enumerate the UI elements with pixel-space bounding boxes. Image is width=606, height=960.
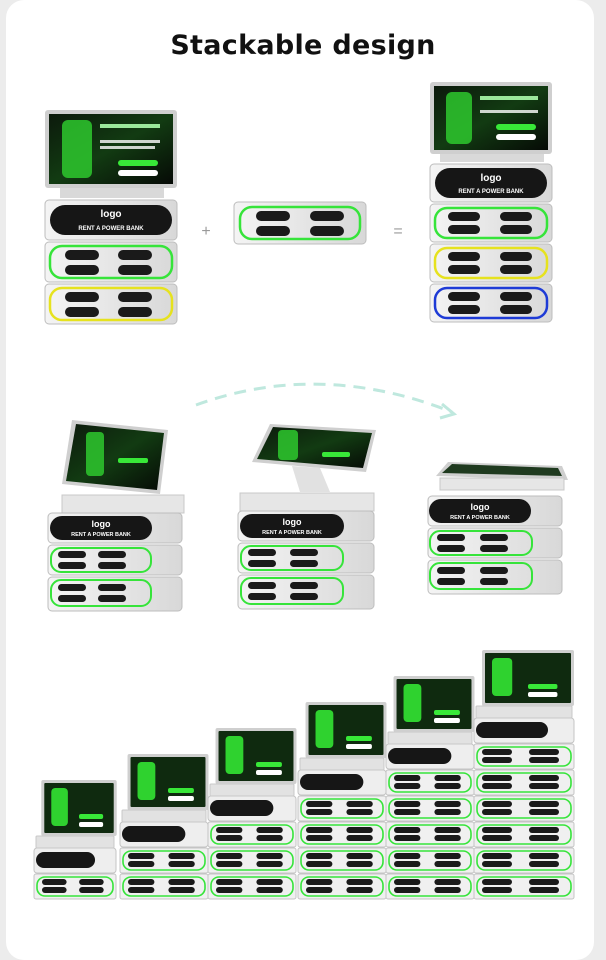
dashed-arrow-icon — [195, 382, 453, 414]
stack-sizes-row — [33, 650, 575, 900]
angle3-logo-text: logo — [471, 502, 490, 512]
kiosk-angle-tilted: logo RENT A POWER BANK — [237, 424, 376, 610]
angle3-banner-text: RENT A POWER BANK — [450, 515, 510, 521]
angle1-logo-text: logo — [92, 519, 111, 529]
kiosk-banner-text: RENT A POWER BANK — [78, 226, 144, 232]
equals-icon: = — [393, 223, 402, 240]
angle1-banner-text: RENT A POWER BANK — [71, 532, 131, 538]
angle2-logo-text: logo — [283, 517, 302, 527]
combined-logo-text: logo — [480, 173, 501, 184]
kiosk-combined: logo RENT A POWER BANK — [429, 82, 553, 323]
kiosk-logo-text: logo — [100, 209, 121, 220]
combined-banner-text: RENT A POWER BANK — [458, 189, 524, 195]
kiosk-base-with-screen: logo RENT A POWER BANK — [44, 110, 178, 325]
stackable-module — [233, 201, 367, 245]
plus-icon: + — [201, 223, 210, 240]
kiosk-angle-flat: logo RENT A POWER BANK — [427, 462, 568, 595]
angle2-banner-text: RENT A POWER BANK — [262, 530, 322, 536]
kiosk-angle-upright: logo RENT A POWER BANK — [47, 420, 185, 612]
page-title: Stackable design — [170, 30, 436, 61]
